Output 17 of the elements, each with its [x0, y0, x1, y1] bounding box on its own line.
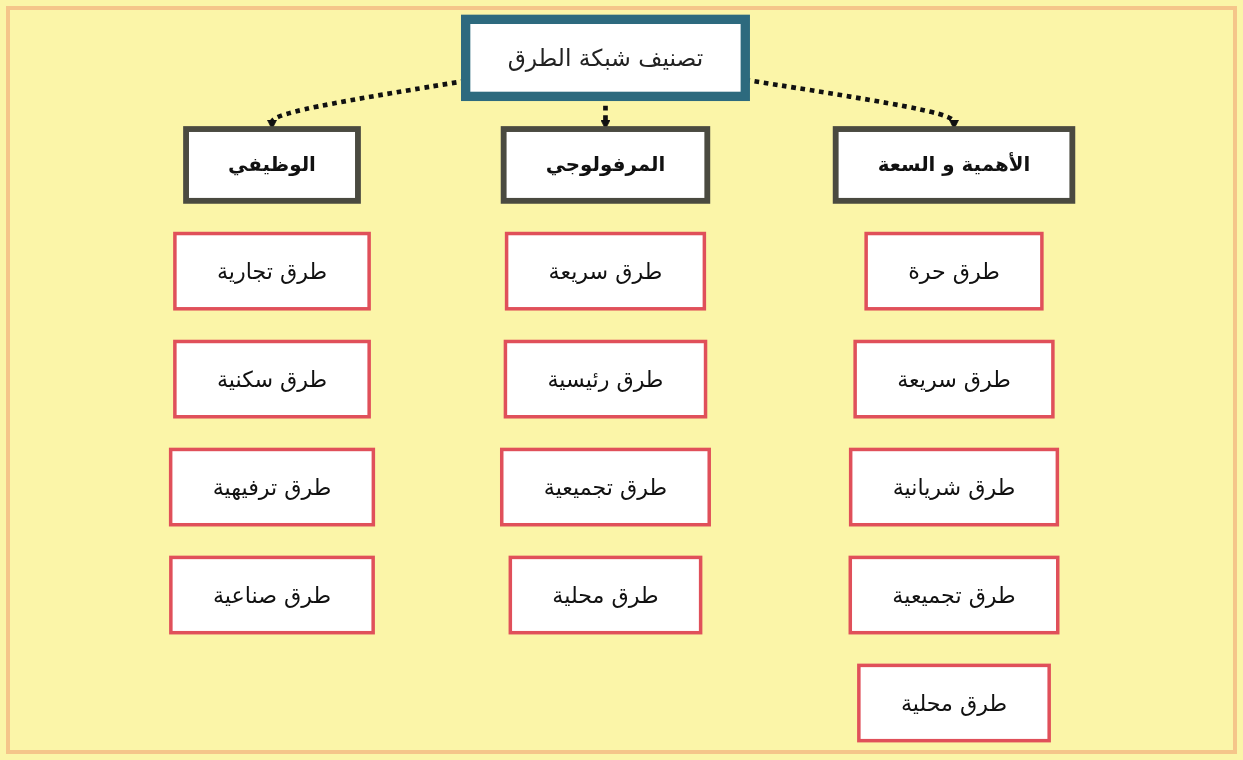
node-box: المرفولوجي — [500, 126, 711, 204]
node-box: تصنيف شبكة الطرق — [461, 14, 750, 102]
node-box: طرق محلية — [508, 555, 703, 635]
node-box: طرق تجميعية — [848, 555, 1060, 635]
node-box: طرق محلية — [857, 663, 1051, 743]
node-box: طرق حرة — [864, 231, 1044, 311]
node-box: الأهمية و السعة — [832, 126, 1076, 204]
node-box: الوظيفي — [183, 126, 361, 204]
node-box: طرق تجارية — [173, 231, 371, 311]
node-box: طرق سريعة — [853, 339, 1055, 419]
node-box: طرق رئيسية — [503, 339, 708, 419]
node-box: طرق سكنية — [173, 339, 371, 419]
node-box: طرق ترفيهية — [168, 447, 376, 527]
node-box: طرق سريعة — [504, 231, 707, 311]
node-box: طرق شريانية — [848, 447, 1060, 527]
node-box: طرق تجميعية — [500, 447, 711, 527]
node-box: طرق صناعية — [169, 555, 375, 635]
